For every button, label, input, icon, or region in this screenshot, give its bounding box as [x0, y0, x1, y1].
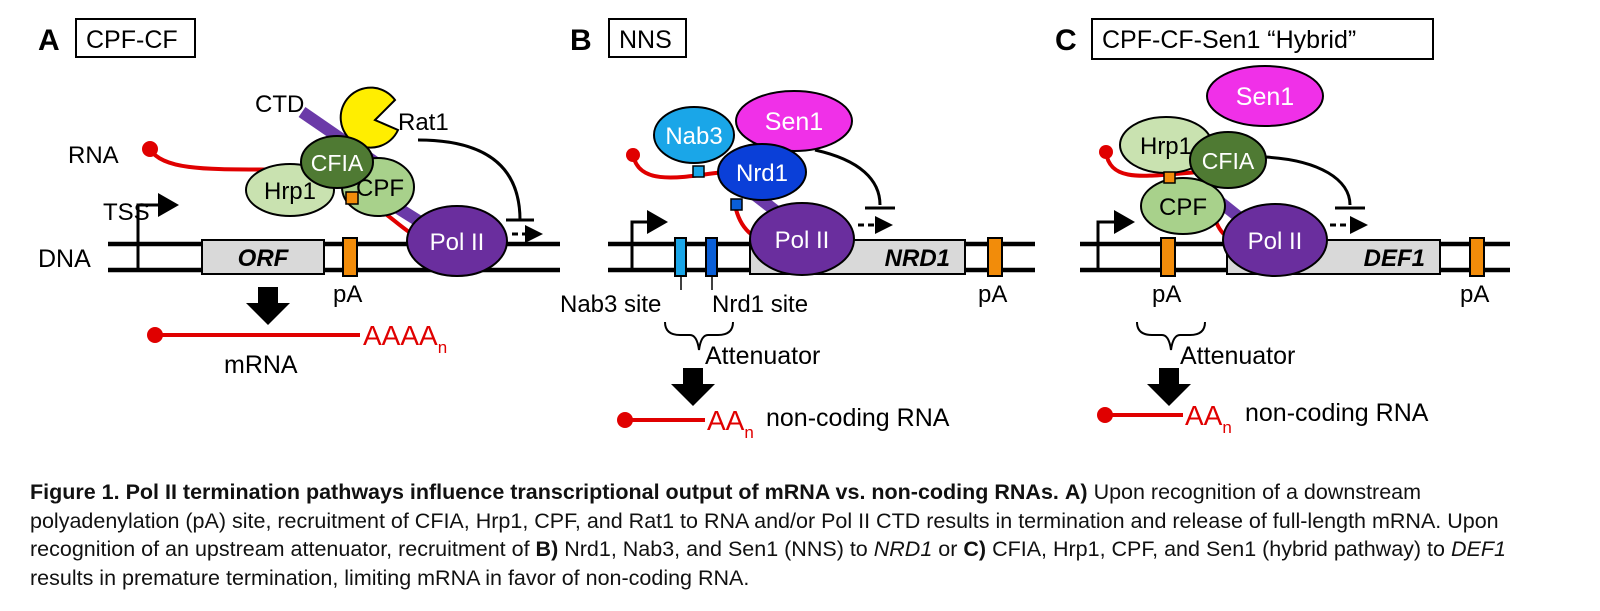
panel-c-product-label: non-coding RNA	[1245, 399, 1429, 427]
caption-or: or	[938, 537, 958, 561]
panel-b-pa-label: pA	[978, 281, 1007, 308]
caption-b-label: B)	[535, 537, 559, 561]
panel-a-cfia	[300, 135, 374, 189]
panel-c-title-box	[1091, 18, 1434, 60]
panel-a-polya-tail: AAAAn	[363, 320, 447, 357]
panel-a-connector	[345, 191, 359, 205]
panel-c-pa-site-right	[1469, 237, 1485, 277]
panel-c-cfia	[1189, 131, 1267, 189]
panel-a-pa-label: pA	[333, 281, 362, 308]
panel-b-sen1	[735, 90, 853, 152]
panel-c-title: CPF-CF-Sen1 “Hybrid”	[1102, 26, 1356, 54]
panel-a-mrna-label: mRNA	[224, 351, 298, 379]
figure-caption: Figure 1. Pol II termination pathways in…	[30, 478, 1575, 592]
panel-c-gene-label: DEF1	[1364, 245, 1425, 272]
panel-c-pa-left-label: pA	[1152, 281, 1181, 308]
panel-c-ncrna-cap	[1097, 407, 1113, 423]
panel-a-hrp1-label: Hrp1	[264, 178, 316, 205]
panel-b-nrd1-site-label: Nrd1 site	[712, 291, 808, 318]
panel-c-connector	[1163, 171, 1176, 184]
panel-b-rna-cap	[626, 148, 640, 162]
panel-b-ncrna-cap	[617, 412, 633, 428]
panel-a-rat1	[339, 86, 400, 149]
panel-a-pa-site	[342, 237, 358, 277]
panel-b: B NNS Nab3 site Nrd1 site NRD1 pA Sen1	[560, 18, 1035, 442]
panel-b-down-arrow	[671, 368, 715, 406]
panel-c-tss-arrow	[1096, 210, 1135, 270]
panel-b-nrd1-connector	[730, 198, 743, 211]
panel-a-rat1-label: Rat1	[398, 109, 449, 136]
panel-b-sen1-label: Sen1	[765, 108, 823, 136]
caption-a-text: Upon recognition of a downstream polyade…	[30, 480, 1499, 561]
panel-b-nrd1-site	[705, 237, 718, 277]
panel-c-sen1	[1206, 65, 1324, 127]
caption-c-label: C)	[963, 537, 987, 561]
figure-diagram: A CPF-CF DNA ORF pA TSS CTD RNA Rat1 Hrp…	[38, 18, 1510, 442]
panel-b-title: NNS	[619, 26, 672, 54]
panel-b-pa-site	[987, 237, 1003, 277]
panel-c-rna-strand	[1104, 151, 1201, 178]
panel-b-nrd1	[717, 143, 807, 201]
panel-b-nab3-connector	[692, 165, 705, 178]
panel-b-product-label: non-coding RNA	[766, 404, 950, 432]
panel-a-rna-cap	[142, 141, 158, 157]
panel-b-tss-arrow	[630, 210, 668, 270]
panel-c-pol2	[1222, 203, 1328, 277]
caption-b-text: Nrd1, Nab3, and Sen1 (NNS) to	[564, 537, 868, 561]
panel-b-polya-tail: AAn	[707, 405, 754, 442]
panel-a-title: CPF-CF	[86, 26, 178, 54]
caption-title: Figure 1. Pol II termination pathways in…	[30, 480, 1059, 504]
panel-b-title-box	[608, 18, 687, 58]
caption-c-text: CFIA, Hrp1, CPF, and Sen1 (hybrid pathwa…	[992, 537, 1445, 561]
panel-c-inhibition-arc	[1264, 155, 1352, 206]
panel-b-nab3-label: Nab3	[665, 123, 722, 150]
caption-c-gene: DEF1	[1450, 537, 1506, 561]
panel-b-pol2	[749, 202, 855, 276]
panel-c-sen1-label: Sen1	[1236, 83, 1294, 111]
panel-c-cpf-label: CPF	[1159, 194, 1207, 221]
caption-a-label: A)	[1064, 480, 1088, 504]
panel-a-ctd-label: CTD	[255, 91, 304, 118]
panel-b-nab3-site-label: Nab3 site	[560, 291, 661, 318]
panel-a-mrna-cap	[147, 327, 163, 343]
caption-c-end: results in premature termination, limiti…	[30, 565, 750, 590]
panel-a-pol2	[406, 205, 508, 277]
panel-b-attenuator-label: Attenuator	[705, 342, 820, 370]
panel-a-inhibition-arc	[417, 138, 522, 221]
panel-a-cfia-label: CFIA	[311, 150, 364, 176]
panel-a-rna-label: RNA	[68, 142, 119, 169]
panel-b-nrd1-label: Nrd1	[736, 160, 788, 187]
panel-a-pol2-label: Pol II	[430, 229, 485, 256]
panel-c-letter: C	[1055, 24, 1077, 57]
panel-a-tss-label: TSS	[103, 199, 150, 226]
panel-b-pol2-label: Pol II	[775, 227, 830, 254]
panel-c-pol2-label: Pol II	[1248, 228, 1303, 255]
panel-b-nab3-site	[674, 237, 687, 277]
panel-a-dna-label: DNA	[38, 245, 91, 273]
panel-a-orf-box	[201, 239, 325, 275]
panel-c-attenuator-label: Attenuator	[1180, 342, 1295, 370]
panel-a-letter: A	[38, 24, 60, 57]
panel-c-polya-tail: AAn	[1185, 400, 1232, 437]
panel-c-pa-site-left	[1160, 237, 1176, 277]
panel-a-tss-arrow	[136, 193, 179, 270]
panel-c-down-arrow	[1147, 368, 1191, 406]
panel-c-cpf	[1140, 177, 1226, 235]
panel-c-hrp1-label: Hrp1	[1140, 133, 1192, 160]
panel-a-orf-label: ORF	[238, 245, 290, 272]
panel-b-gene-label: NRD1	[885, 245, 950, 272]
panel-b-attenuator-bracket	[664, 321, 734, 351]
caption-b-gene: NRD1	[873, 537, 933, 561]
panel-c-cfia-label: CFIA	[1202, 148, 1255, 174]
panel-b-nab3	[653, 106, 735, 164]
panel-a: A CPF-CF DNA ORF pA TSS CTD RNA Rat1 Hrp…	[38, 18, 560, 379]
panel-c-pa-right-label: pA	[1460, 281, 1489, 308]
panel-c-attenuator-bracket	[1136, 321, 1206, 351]
panel-c-rna-cap	[1099, 145, 1113, 159]
panel-c: C CPF-CF-Sen1 “Hybrid” pA DEF1 pA Sen1 H…	[1055, 18, 1510, 437]
panel-b-inhibition-arc	[814, 148, 882, 206]
panel-b-letter: B	[570, 24, 592, 57]
panel-a-down-arrow	[246, 287, 290, 325]
panel-a-title-box	[75, 18, 196, 58]
